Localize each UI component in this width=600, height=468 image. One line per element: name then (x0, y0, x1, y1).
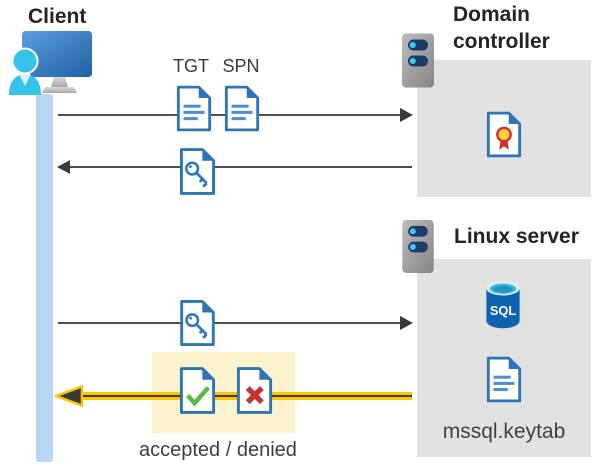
person-head (11, 47, 39, 75)
request-arrowhead-icon (400, 108, 413, 122)
denied-cross-document-icon (235, 367, 274, 414)
domain-controller-server-icon (401, 32, 435, 89)
keytab-document-icon (485, 356, 523, 403)
tgt-ticket-document-icon (175, 85, 213, 132)
certificate-document-icon (485, 111, 523, 158)
spn-label: SPN (222, 56, 260, 76)
result-arrowhead-icon (55, 385, 83, 407)
result-label: accepted / denied (139, 439, 297, 461)
tgt-label: TGT (173, 56, 209, 76)
sql-icon-text: SQL (490, 303, 517, 318)
keytab-label: mssql.keytab (442, 420, 566, 443)
key-return-arrow-line (69, 166, 412, 168)
client-title: Client (28, 5, 87, 28)
service-key-document-icon (178, 300, 217, 346)
domain-controller-title: Domain controller (453, 3, 550, 53)
service-request-arrow-line (58, 322, 402, 324)
monitor-icon (22, 31, 92, 77)
accepted-check-document-icon (178, 367, 217, 414)
key-return-arrowhead-icon (57, 160, 70, 174)
key-document-icon (178, 148, 217, 195)
service-request-arrowhead-icon (400, 316, 413, 330)
sql-database-icon: SQL (484, 279, 522, 330)
spn-ticket-document-icon (223, 85, 261, 132)
linux-server-title: Linux server (454, 225, 579, 248)
client-lifeline (36, 94, 53, 462)
linux-server-server-icon (401, 219, 435, 274)
client-workstation-icon (8, 30, 96, 96)
